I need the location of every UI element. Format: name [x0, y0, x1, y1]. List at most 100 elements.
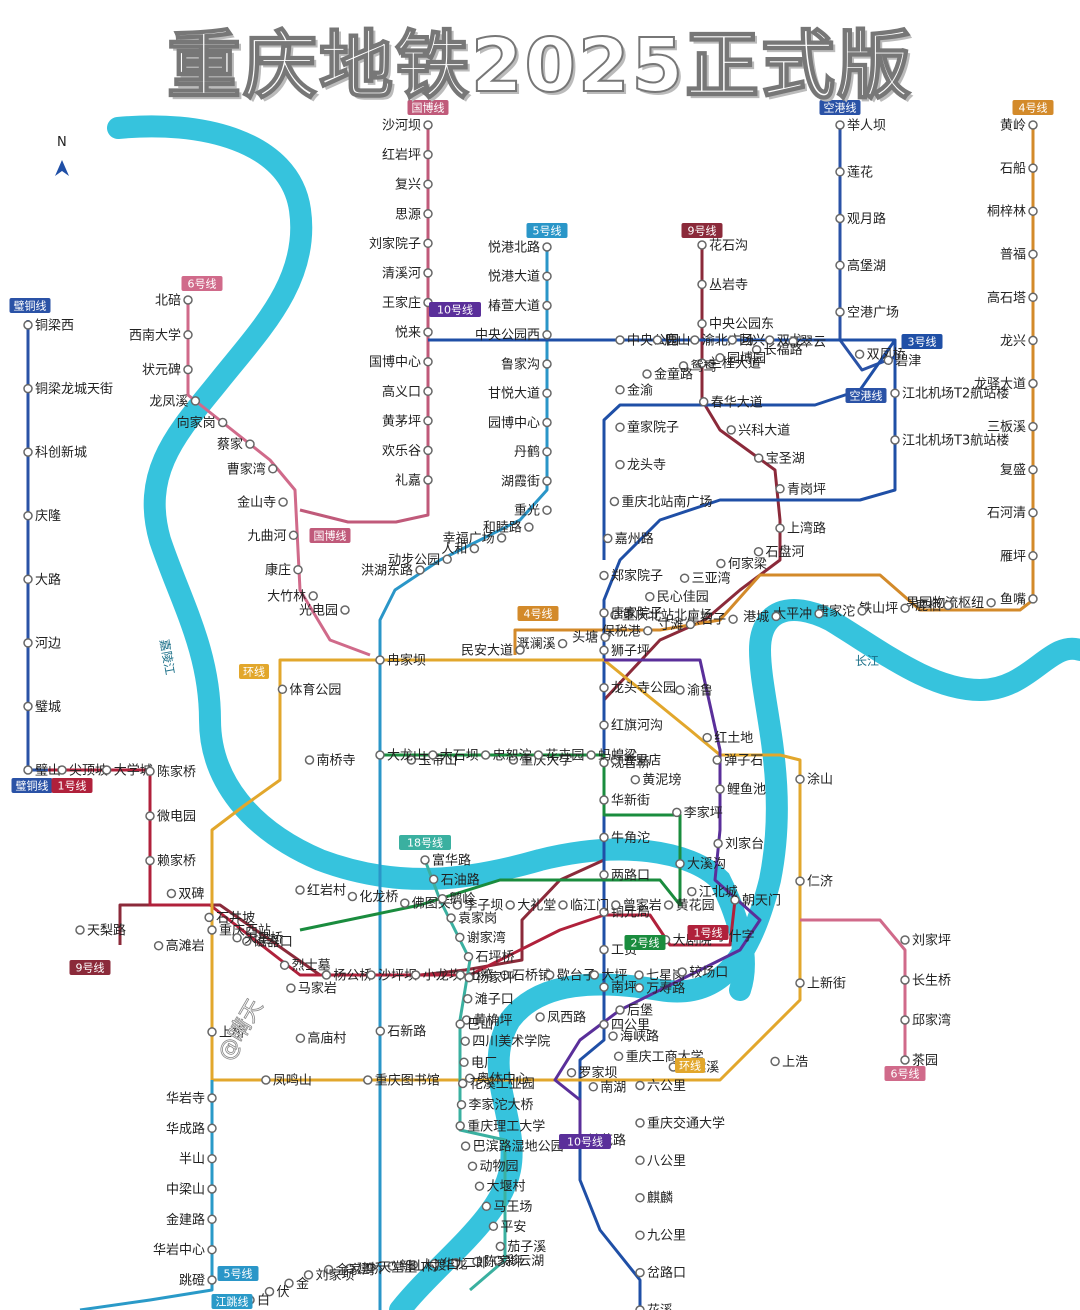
- station-label[interactable]: 巴山: [467, 1018, 493, 1033]
- station-label[interactable]: 石桥铺: [512, 969, 551, 984]
- station-label[interactable]: 甘悦大道: [488, 387, 540, 402]
- station-label[interactable]: 临江门: [570, 899, 609, 914]
- station-dot[interactable]: [464, 972, 474, 983]
- station-label[interactable]: 龙头寺公园: [611, 681, 676, 696]
- station-dot[interactable]: [408, 1260, 419, 1270]
- station-label[interactable]: 奥体中心: [477, 1072, 529, 1087]
- station-label[interactable]: 冉家坝: [387, 653, 426, 669]
- station-label[interactable]: 雁坪: [1000, 549, 1026, 564]
- station-label[interactable]: 鹅岭: [449, 891, 475, 907]
- line-tag-line1_b[interactable]: 1号线: [687, 925, 729, 940]
- station-label[interactable]: 陈家坪: [484, 1254, 523, 1270]
- station-label[interactable]: 丹鹤: [514, 444, 540, 460]
- station-label[interactable]: 黄茅坪: [382, 414, 421, 429]
- station-label[interactable]: 龙驿大道: [974, 377, 1026, 392]
- line-tag-line3[interactable]: 3号线: [901, 334, 943, 349]
- station-label[interactable]: 重庆北站南广场: [621, 494, 712, 510]
- station-dot[interactable]: [599, 870, 609, 880]
- station-dot[interactable]: [1028, 335, 1038, 346]
- station-dot[interactable]: [599, 645, 609, 656]
- station-dot[interactable]: [429, 1259, 440, 1269]
- station-label[interactable]: 重庆北站北广场: [622, 608, 713, 624]
- station-dot[interactable]: [643, 626, 653, 636]
- station-label[interactable]: 鹿栖: [915, 598, 941, 614]
- station-dot[interactable]: [400, 898, 410, 908]
- station-dot[interactable]: [153, 940, 164, 951]
- station-dot[interactable]: [702, 732, 712, 743]
- station-dot[interactable]: [145, 855, 155, 866]
- station-dot[interactable]: [375, 655, 385, 665]
- station-label[interactable]: 半山: [179, 1152, 205, 1167]
- station-dot[interactable]: [542, 417, 552, 428]
- station-label[interactable]: 高滩岩: [166, 938, 205, 954]
- station-dot[interactable]: [207, 1027, 217, 1037]
- station-label[interactable]: 西南大学: [129, 327, 181, 343]
- station-dot[interactable]: [1028, 464, 1038, 475]
- station-dot[interactable]: [345, 1263, 355, 1274]
- station-label[interactable]: 四川美术学院: [472, 1034, 550, 1050]
- station-label[interactable]: 谢家湾: [467, 930, 506, 946]
- station-label[interactable]: 花溪: [647, 1303, 673, 1310]
- station-dot[interactable]: [268, 464, 278, 474]
- station-dot[interactable]: [460, 1141, 471, 1151]
- station-label[interactable]: 重庆理工大学: [467, 1118, 545, 1134]
- station-dot[interactable]: [207, 1244, 217, 1255]
- station-label[interactable]: 三亚湾: [692, 571, 731, 587]
- station-label[interactable]: 长生桥: [912, 974, 951, 989]
- station-dot[interactable]: [472, 1256, 482, 1267]
- station-dot[interactable]: [635, 1192, 645, 1203]
- station-dot[interactable]: [835, 260, 845, 271]
- station-dot[interactable]: [687, 886, 697, 897]
- station-dot[interactable]: [675, 685, 685, 695]
- station-dot[interactable]: [854, 349, 865, 359]
- station-dot[interactable]: [678, 361, 689, 371]
- station-label[interactable]: 邱家湾: [912, 1013, 951, 1029]
- station-label[interactable]: 园博中心: [488, 416, 540, 431]
- station-label[interactable]: 幸福广场: [443, 531, 495, 546]
- station-dot[interactable]: [1028, 378, 1038, 389]
- station-label[interactable]: 红旗河沟: [611, 718, 663, 734]
- station-dot[interactable]: [943, 600, 953, 611]
- station-dot[interactable]: [603, 533, 613, 544]
- station-label[interactable]: 唐家院子: [611, 605, 663, 621]
- line-tag-line5[interactable]: 5号线: [526, 223, 568, 238]
- station-dot[interactable]: [635, 1305, 645, 1310]
- station-label[interactable]: 双碑: [178, 886, 204, 902]
- station-label[interactable]: 蔡家: [217, 437, 243, 453]
- station-dot[interactable]: [446, 913, 456, 923]
- station-dot[interactable]: [599, 832, 609, 843]
- station-dot[interactable]: [1028, 249, 1038, 259]
- station-label[interactable]: 椿萱大道: [488, 299, 540, 314]
- station-dot[interactable]: [542, 505, 552, 515]
- line-tag-line5_bottom[interactable]: 5号线: [217, 1266, 259, 1281]
- station-dot[interactable]: [600, 632, 610, 642]
- station-label[interactable]: 童家院子: [627, 420, 679, 436]
- station-dot[interactable]: [459, 1057, 469, 1068]
- station-label[interactable]: 桐梓林: [987, 205, 1026, 220]
- station-dot[interactable]: [835, 307, 845, 317]
- station-dot[interactable]: [890, 435, 900, 445]
- station-dot[interactable]: [488, 1221, 499, 1232]
- station-label[interactable]: 重庆大学: [520, 753, 572, 769]
- station-label[interactable]: 弹子石: [724, 754, 763, 769]
- station-label[interactable]: 龙头寺: [627, 458, 666, 473]
- station-dot[interactable]: [145, 766, 155, 777]
- station-label[interactable]: 复盛: [1000, 463, 1026, 478]
- station-label[interactable]: 鲁家沟: [501, 357, 540, 373]
- station-dot[interactable]: [410, 970, 421, 980]
- station-label[interactable]: 石油路: [441, 872, 480, 888]
- station-dot[interactable]: [635, 1118, 645, 1128]
- station-label[interactable]: 铁山坪: [859, 602, 898, 617]
- station-label[interactable]: 伏: [277, 1285, 290, 1300]
- line-tag-jiangtiao[interactable]: 江跳线: [211, 1294, 253, 1309]
- line-tag-line2[interactable]: 2号线: [624, 935, 666, 950]
- station-label[interactable]: 上浩: [782, 1055, 808, 1070]
- station-dot[interactable]: [728, 614, 738, 624]
- station-dot[interactable]: [634, 983, 645, 993]
- station-dot[interactable]: [75, 925, 85, 935]
- station-dot[interactable]: [535, 1012, 545, 1022]
- station-label[interactable]: 杨家坪: [476, 970, 515, 986]
- station-label[interactable]: 龙凤溪: [149, 394, 188, 409]
- station-label[interactable]: 涂山: [807, 772, 833, 788]
- station-dot[interactable]: [685, 619, 696, 630]
